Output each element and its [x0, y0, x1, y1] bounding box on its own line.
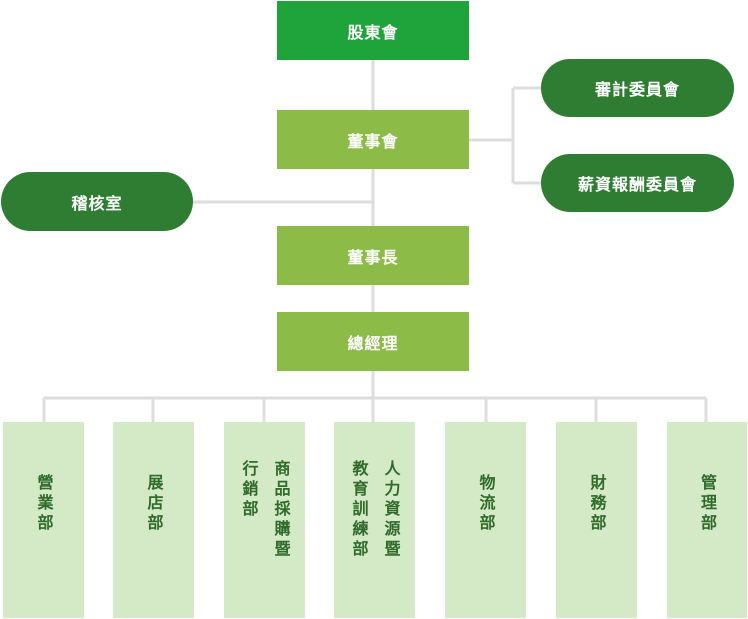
chairman-node: 董事長	[277, 226, 469, 285]
audit-committee-node: 審計委員會	[541, 59, 734, 117]
dept-store-label: 展店部	[144, 474, 164, 534]
compensation-committee-label: 薪資報酬委員會	[577, 175, 697, 194]
dept-logistics: 物流部	[445, 422, 526, 618]
internal-audit-node: 稽核室	[1, 172, 193, 231]
chairman-label: 董事長	[347, 247, 399, 267]
dept-management-label: 管理部	[698, 474, 717, 534]
dept-sales: 營業部	[3, 422, 84, 618]
general-manager-node: 總經理	[277, 312, 469, 371]
internal-audit-label: 稽核室	[71, 193, 123, 213]
dept-management: 管理部	[667, 422, 747, 618]
dept-marketing-purchasing-line2: 行銷部	[239, 460, 259, 520]
dept-logistics-label: 物流部	[476, 474, 496, 534]
dept-marketing-purchasing-line1: 商品採購暨	[271, 460, 291, 560]
compensation-committee-node: 薪資報酬委員會	[541, 154, 734, 212]
dept-store: 展店部	[113, 422, 194, 618]
dept-marketing-purchasing: 商品採購暨 行銷部	[224, 422, 305, 618]
audit-committee-label: 審計委員會	[594, 80, 680, 99]
dept-finance-label: 財務部	[587, 474, 607, 534]
dept-finance: 財務部	[556, 422, 637, 618]
board-node: 董事會	[277, 110, 469, 169]
shareholders-node: 股東會	[277, 1, 469, 60]
shareholders-label: 股東會	[347, 22, 399, 42]
dept-sales-label: 營業部	[34, 474, 54, 534]
general-manager-label: 總經理	[347, 333, 399, 353]
dept-hr-training-line1: 人力資源暨	[381, 460, 401, 560]
board-label: 董事會	[347, 131, 399, 151]
dept-hr-training-line2: 教育訓練部	[349, 460, 369, 560]
dept-hr-training: 人力資源暨 教育訓練部	[334, 422, 415, 618]
